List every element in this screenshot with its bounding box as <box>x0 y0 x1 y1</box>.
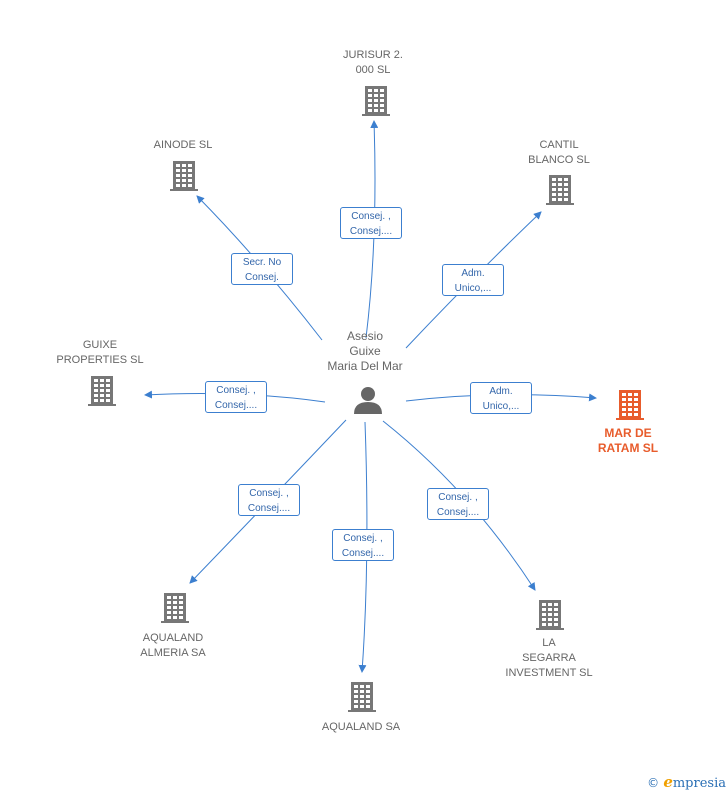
building-icon-segarra[interactable] <box>536 600 564 630</box>
edge-label-ainode[interactable]: Secr. No Consej. <box>231 253 293 285</box>
building-icon-almeria[interactable] <box>161 593 189 623</box>
edge-label-guixe[interactable]: Consej. , Consej.... <box>205 381 267 413</box>
company-label-cantil[interactable]: CANTIL BLANCO SL <box>528 139 590 166</box>
edge-label-mar[interactable]: Adm. Unico,... <box>470 382 532 414</box>
brand-logo-e: e <box>663 773 673 791</box>
edge-label-segarra[interactable]: Consej. , Consej.... <box>427 488 489 520</box>
company-label-mar[interactable]: MAR DE RATAM SL <box>597 426 659 455</box>
brand-logo-text: mpresia <box>672 776 726 791</box>
edge-label-jurisur[interactable]: Consej. , Consej.... <box>340 207 402 239</box>
brand-footer: © empresia <box>647 773 726 791</box>
building-icon-aqualand[interactable] <box>348 682 376 712</box>
edge-label-aqualand[interactable]: Consej. , Consej.... <box>332 529 394 561</box>
company-label-jurisur[interactable]: JURISUR 2. 000 SL <box>343 49 403 76</box>
building-icon-jurisur[interactable] <box>362 86 390 116</box>
center-person-label[interactable]: Asesio Guixe Maria Del Mar <box>327 329 403 373</box>
company-label-guixe[interactable]: GUIXE PROPERTIES SL <box>56 339 144 366</box>
building-icon-ainode[interactable] <box>170 161 198 191</box>
person-icon[interactable] <box>354 387 382 414</box>
edge-label-cantil[interactable]: Adm. Unico,... <box>442 264 504 296</box>
edge-label-almeria[interactable]: Consej. , Consej.... <box>238 484 300 516</box>
company-label-ainode[interactable]: AINODE SL <box>153 139 213 151</box>
building-icon-guixe[interactable] <box>88 376 116 406</box>
company-label-almeria[interactable]: AQUALAND ALMERIA SA <box>140 632 206 659</box>
company-label-aqualand[interactable]: AQUALAND SA <box>321 721 401 733</box>
building-icon-cantil[interactable] <box>546 175 574 205</box>
company-label-segarra[interactable]: LA SEGARRA INVESTMENT SL <box>505 637 593 679</box>
building-icon-mar[interactable] <box>616 390 644 420</box>
copyright-symbol: © <box>647 776 660 790</box>
